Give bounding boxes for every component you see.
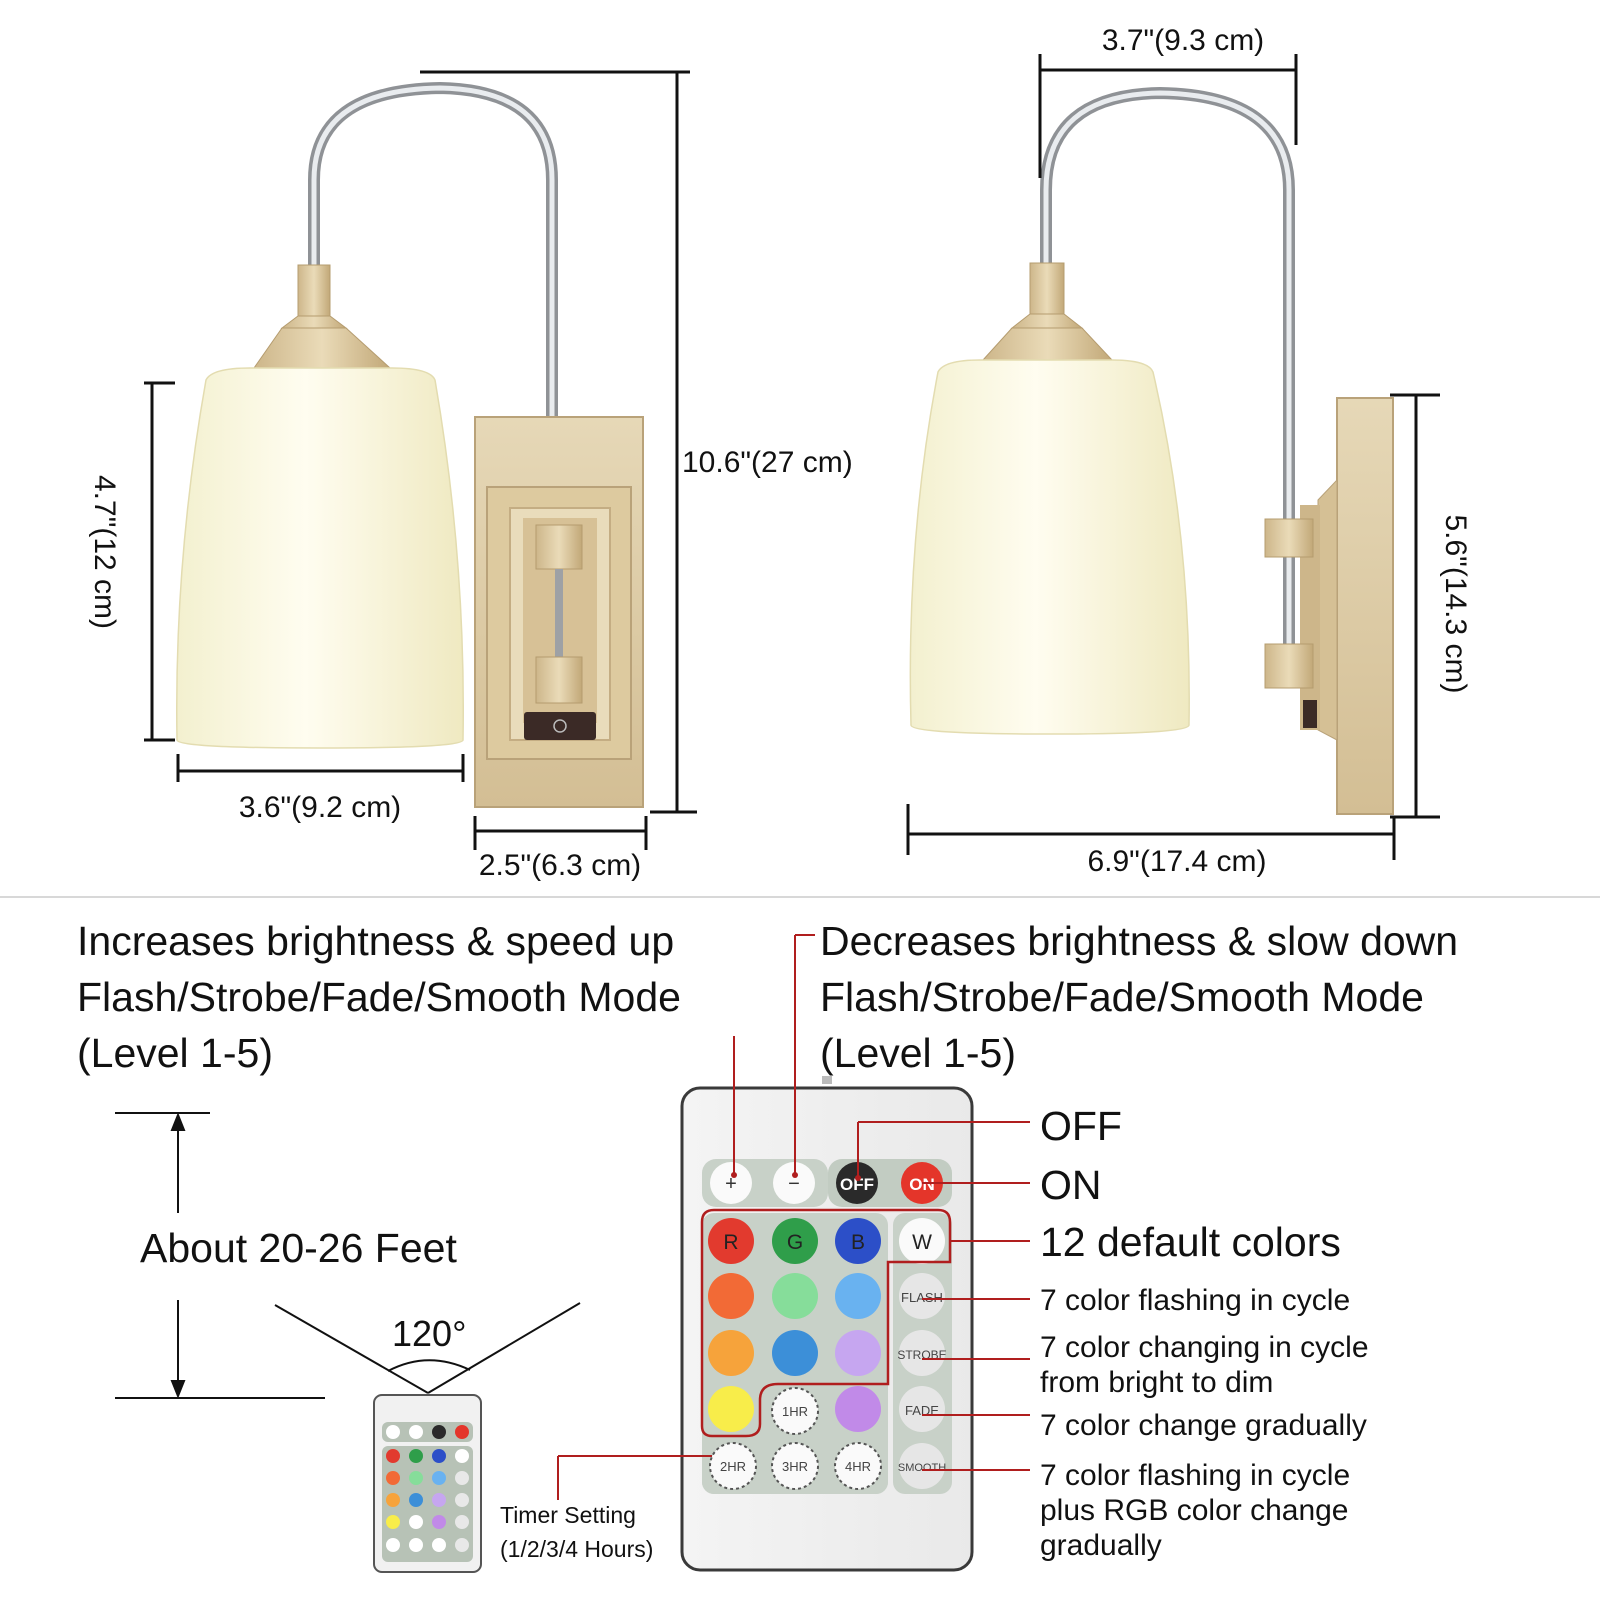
callout-fade: 7 color change gradually — [1040, 1409, 1367, 1442]
front-dimension-lines — [144, 70, 697, 850]
svg-text:ON: ON — [909, 1175, 935, 1194]
decrease-description: Decreases brightness & slow down Flash/S… — [820, 918, 1458, 1076]
color-orange-button[interactable] — [708, 1273, 754, 1319]
svg-text:OFF: OFF — [840, 1175, 874, 1194]
default-colors-outline — [700, 1208, 952, 1438]
side-backplate — [1336, 397, 1394, 815]
callout-smooth-line2: plus RGB color change — [1040, 1494, 1349, 1527]
timer-3hr-button[interactable] — [771, 1442, 819, 1490]
svg-text:W: W — [912, 1231, 932, 1254]
front-view-sconce — [176, 81, 644, 808]
range-indicator — [115, 1112, 325, 1399]
svg-text:4HR: 4HR — [845, 1459, 871, 1474]
svg-text:Increases brightness & speed u: Increases brightness & speed up — [77, 918, 674, 964]
off-button[interactable] — [836, 1162, 878, 1204]
smooth-button[interactable] — [899, 1443, 945, 1489]
callout-smooth-line3: gradually — [1040, 1529, 1162, 1562]
callout-lines — [557, 934, 1030, 1500]
side-cap — [981, 327, 1114, 361]
color-red-button[interactable] — [708, 1218, 754, 1264]
color-mint-button[interactable] — [772, 1273, 818, 1319]
color-violet-button[interactable] — [835, 1386, 881, 1432]
svg-text:R: R — [723, 1231, 738, 1254]
brightness-up-button[interactable] — [710, 1162, 752, 1204]
front-glass-shade — [176, 367, 465, 749]
callout-endpoints — [731, 1172, 861, 1181]
callout-off: OFF — [1040, 1103, 1122, 1149]
side-upper-collar — [1264, 518, 1314, 558]
dim-backplate-width: 2.5"(6.3 cm) — [479, 849, 641, 882]
callout-flash: 7 color flashing in cycle — [1040, 1284, 1350, 1317]
color-lavender-button[interactable] — [835, 1330, 881, 1376]
timer-1hr-button[interactable] — [771, 1387, 819, 1435]
side-view-sconce — [909, 86, 1394, 815]
increase-description: Increases brightness & speed up Flash/St… — [77, 918, 681, 1076]
timer-4hr-button[interactable] — [834, 1442, 882, 1490]
color-sky-button[interactable] — [835, 1273, 881, 1319]
timer-label-line2: (1/2/3/4 Hours) — [500, 1536, 653, 1562]
front-upper-collar — [535, 524, 583, 570]
svg-text:(Level 1-5): (Level 1-5) — [820, 1030, 1016, 1076]
dim-shade-height: 4.7"(12 cm) — [88, 475, 121, 629]
svg-text:1HR: 1HR — [782, 1404, 808, 1419]
timer-label-line1: Timer Setting — [500, 1502, 636, 1528]
callout-on: ON — [1040, 1162, 1102, 1208]
color-white-button[interactable] — [899, 1218, 945, 1264]
svg-text:FLASH: FLASH — [901, 1290, 943, 1305]
side-glass-shade — [909, 359, 1190, 735]
svg-text:B: B — [851, 1231, 865, 1254]
svg-text:Flash/Strobe/Fade/Smooth Mode: Flash/Strobe/Fade/Smooth Mode — [820, 974, 1424, 1020]
color-blue-button[interactable] — [835, 1218, 881, 1264]
side-cap-neck — [1029, 262, 1065, 316]
angle-label: 120° — [392, 1313, 466, 1354]
front-power-switch — [524, 712, 596, 740]
side-lower-collar — [1264, 643, 1314, 689]
brightness-down-button[interactable] — [773, 1162, 815, 1204]
front-cap — [253, 327, 392, 369]
remote-control: + − OFF ON R G B W FLASH STROBE 1HR — [680, 1076, 974, 1572]
dim-total-depth: 6.9"(17.4 cm) — [1087, 845, 1266, 878]
svg-text:Flash/Strobe/Fade/Smooth Mode: Flash/Strobe/Fade/Smooth Mode — [77, 974, 681, 1020]
dim-shade-width: 3.6"(9.2 cm) — [239, 791, 401, 824]
flash-button[interactable] — [899, 1273, 945, 1319]
fade-button[interactable] — [899, 1386, 945, 1432]
front-lower-collar — [535, 656, 583, 704]
callout-smooth-line1: 7 color flashing in cycle — [1040, 1459, 1350, 1492]
svg-text:Decreases brightness & slow do: Decreases brightness & slow down — [820, 918, 1458, 964]
range-label: About 20-26 Feet — [140, 1225, 457, 1271]
svg-text:3HR: 3HR — [782, 1459, 808, 1474]
timer-2hr-button[interactable] — [709, 1442, 757, 1490]
color-azure-button[interactable] — [772, 1330, 818, 1376]
front-cap-neck — [297, 264, 331, 318]
callout-strobe-line2: from bright to dim — [1040, 1366, 1273, 1399]
callout-default-colors: 12 default colors — [1040, 1219, 1341, 1265]
callout-strobe-line1: 7 color changing in cycle — [1040, 1331, 1369, 1364]
svg-text:−: − — [788, 1173, 800, 1195]
dim-backplate-height: 5.6"(14.3 cm) — [1439, 514, 1472, 693]
dim-arm-reach: 3.7"(9.3 cm) — [1102, 24, 1264, 57]
strobe-button[interactable] — [899, 1330, 945, 1376]
svg-text:G: G — [787, 1231, 803, 1254]
angle-indicator — [274, 1302, 581, 1394]
color-yellow-button[interactable] — [708, 1386, 754, 1432]
small-remote — [373, 1394, 482, 1573]
dim-front-height: 10.6"(27 cm) — [682, 446, 853, 479]
svg-text:+: + — [725, 1173, 737, 1195]
color-amber-button[interactable] — [708, 1330, 754, 1376]
svg-text:2HR: 2HR — [720, 1459, 746, 1474]
svg-text:(Level 1-5): (Level 1-5) — [77, 1030, 273, 1076]
svg-text:SMOOTH: SMOOTH — [898, 1462, 946, 1474]
side-dimension-lines — [906, 54, 1440, 860]
color-green-button[interactable] — [772, 1218, 818, 1264]
